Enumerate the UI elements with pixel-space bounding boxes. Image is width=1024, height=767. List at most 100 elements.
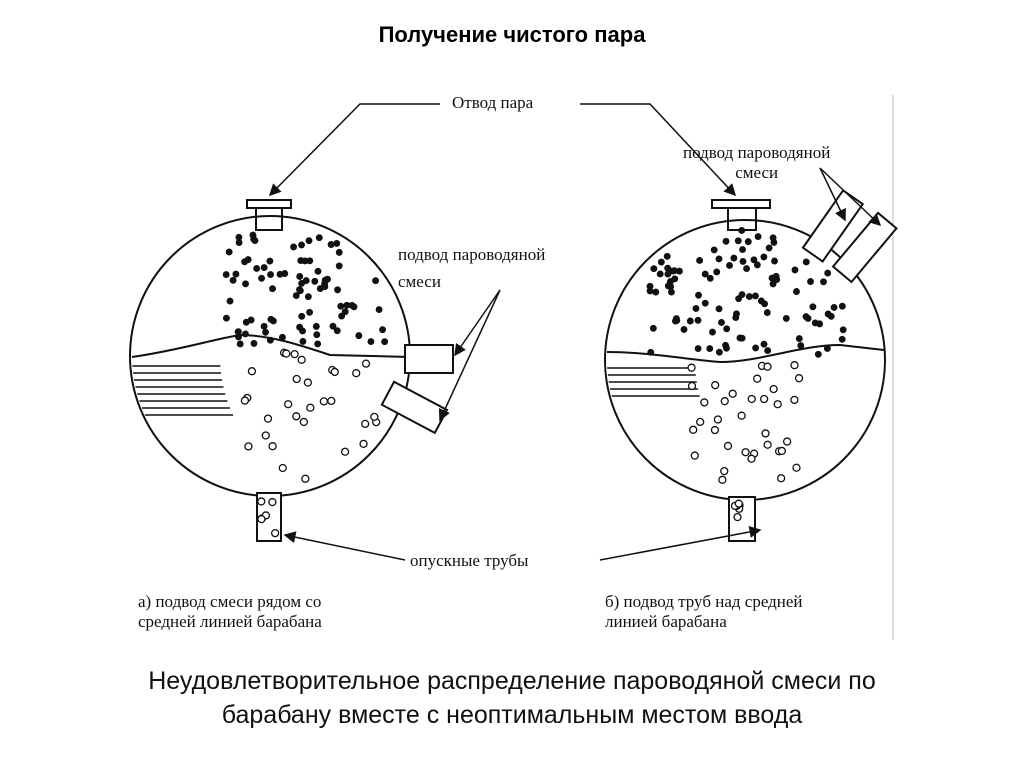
bubble <box>700 398 709 407</box>
bubble <box>229 276 237 284</box>
bubble <box>303 378 313 387</box>
bubble <box>247 367 257 376</box>
bubble <box>236 340 244 348</box>
bubble <box>713 268 721 276</box>
caption-line1: Неудовлетворительное распределение паров… <box>148 667 876 695</box>
bubble <box>299 337 307 345</box>
bubble <box>838 335 846 343</box>
bubble <box>647 348 655 356</box>
mixture-inlet-label-b-line1: подвод пароводяной <box>683 143 831 162</box>
bubble <box>260 264 268 272</box>
mixture-inlet-label-a-line1: подвод пароводяной <box>398 245 546 264</box>
bubble <box>754 233 762 241</box>
bubble <box>278 463 287 473</box>
bubble <box>827 312 835 320</box>
bubble <box>276 270 284 278</box>
bubble <box>375 306 383 314</box>
bubble <box>663 252 671 260</box>
bubble <box>330 367 339 377</box>
slide-title: Получение чистого пара <box>378 22 646 47</box>
bubble <box>696 417 705 427</box>
bubble <box>306 403 315 412</box>
bubble <box>321 283 329 291</box>
bubble <box>235 239 243 246</box>
bubble <box>327 241 335 248</box>
mixture-inlet-label-a: подвод пароводяной смеси <box>398 245 545 292</box>
bubble <box>656 270 664 278</box>
bubble <box>735 295 743 303</box>
bubble <box>771 257 778 265</box>
bubble <box>372 277 380 285</box>
bubble <box>333 327 341 335</box>
bubble <box>253 264 261 272</box>
drum-a-inlet-pipe-2 <box>380 380 449 435</box>
drum-a-steam-flange <box>246 199 292 209</box>
bubble <box>298 312 306 320</box>
drum-a-inlet-pipe-1 <box>404 344 454 374</box>
bubble <box>312 322 320 330</box>
bubble <box>337 302 345 310</box>
bubble <box>341 308 349 316</box>
bubble <box>794 374 804 383</box>
drum-b-steam-nozzle <box>727 207 757 231</box>
bubble <box>302 277 310 285</box>
bubble <box>738 227 746 234</box>
bubble <box>726 262 733 269</box>
bubble <box>649 324 657 332</box>
variant-a-line1: а) подвод смеси рядом со <box>138 592 322 611</box>
bubble <box>296 286 303 293</box>
bubble <box>753 261 761 269</box>
bubble <box>723 325 731 333</box>
bubble <box>355 332 363 340</box>
bubble <box>329 322 337 330</box>
bubble <box>745 293 753 301</box>
variant-b-line1: б) подвод труб над средней <box>605 592 803 611</box>
bubble <box>723 441 733 451</box>
bubble <box>795 335 803 343</box>
bubble <box>761 300 769 308</box>
bubble <box>267 315 275 323</box>
bubble <box>820 278 827 286</box>
bubble <box>370 412 379 422</box>
bubble <box>226 297 234 305</box>
bubble <box>314 340 322 348</box>
bubble <box>720 397 729 406</box>
bubble <box>268 497 277 507</box>
bubble <box>763 362 772 371</box>
drum-b-steam-bubbles <box>646 227 847 522</box>
bubble <box>763 440 772 449</box>
bubble <box>250 339 258 347</box>
bubble <box>257 497 266 506</box>
mixture-inlet-label-b-line2: смеси <box>735 163 779 182</box>
bubble <box>657 258 665 266</box>
bubble <box>734 499 743 508</box>
bubble <box>718 475 727 484</box>
bubble <box>764 347 772 355</box>
bubble <box>739 246 746 254</box>
bubble <box>297 355 306 364</box>
bubble <box>242 318 250 326</box>
drum-a-steam-bubbles <box>222 231 389 538</box>
bubble <box>222 271 230 279</box>
bubble <box>760 340 768 348</box>
bubble <box>261 431 270 440</box>
bubble <box>710 425 720 435</box>
bubble <box>249 231 257 239</box>
bubble <box>807 278 814 285</box>
bubble <box>816 320 824 328</box>
variant-b-caption: б) подвод труб над средней линией бараба… <box>605 592 803 632</box>
bubble <box>269 285 276 293</box>
bubble <box>664 270 672 278</box>
downcomers-label: опускные трубы <box>410 551 529 570</box>
bubble <box>268 442 277 451</box>
bubble <box>305 237 313 245</box>
bubble <box>792 463 801 472</box>
bubble <box>284 400 293 409</box>
bubble <box>741 448 750 457</box>
bubble <box>234 328 242 336</box>
bubble <box>257 514 266 524</box>
bubble <box>773 400 782 409</box>
bubble <box>838 302 846 310</box>
bubble <box>734 237 742 245</box>
